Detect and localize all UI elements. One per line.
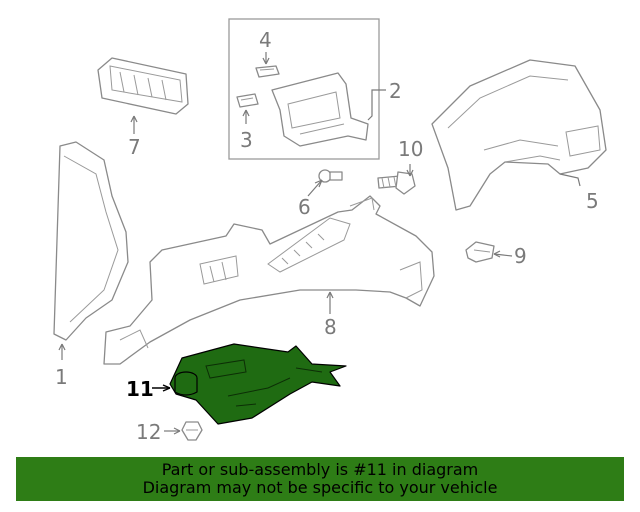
- part-5-cluster-trim: [431, 59, 607, 211]
- callout-6: 6: [298, 195, 311, 219]
- callout-7: 7: [128, 135, 141, 159]
- callout-8: 8: [324, 315, 337, 339]
- part-info-banner: Part or sub-assembly is #11 in diagram D…: [16, 457, 624, 501]
- callout-3: 3: [240, 128, 253, 152]
- callout-4: 4: [259, 28, 272, 52]
- part-7-air-vent: [97, 57, 189, 115]
- callout-9: 9: [514, 244, 527, 268]
- part-8-lower-panel: [103, 195, 435, 365]
- part-1-side-panel: [53, 141, 129, 341]
- banner-line-1: Part or sub-assembly is #11 in diagram: [161, 460, 479, 479]
- parts-diagram: 1 2 3 4 5 6 7 8 9 10 11 12: [53, 18, 607, 444]
- part-6-clip: [318, 169, 343, 183]
- callout-11[interactable]: 11: [126, 377, 154, 401]
- part-11-highlighted[interactable]: [169, 343, 347, 425]
- leader-lines: [58, 52, 581, 435]
- part-12-clip: [181, 421, 203, 441]
- part-2-bracket: [271, 72, 369, 147]
- callout-2: 2: [389, 79, 402, 103]
- part-10-bolt: [377, 171, 416, 195]
- part-3-clip: [236, 93, 259, 108]
- part-9-clip: [465, 241, 495, 263]
- banner-line-2: Diagram may not be specific to your vehi…: [142, 478, 498, 497]
- callout-1: 1: [55, 365, 68, 389]
- part-4-clip: [255, 65, 280, 78]
- callout-5: 5: [586, 189, 599, 213]
- callout-10: 10: [398, 137, 423, 161]
- callout-12: 12: [136, 420, 161, 444]
